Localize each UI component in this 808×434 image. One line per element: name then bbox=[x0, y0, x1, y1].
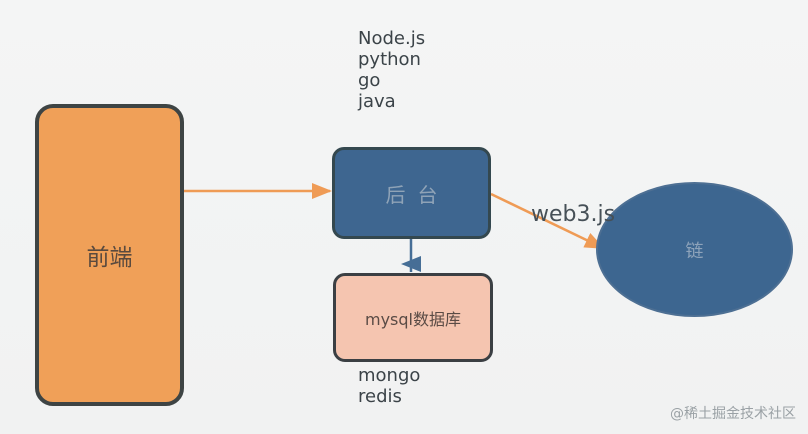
backend-tech-item: Node.js bbox=[358, 28, 426, 49]
database-tech-item: mongo bbox=[358, 365, 421, 386]
blockchain-node: 链 bbox=[596, 182, 793, 317]
database-node: mysql数据库 bbox=[333, 273, 493, 362]
watermark: @稀土掘金技术社区 bbox=[670, 406, 796, 422]
backend-node: 后台 bbox=[332, 147, 491, 239]
database-tech-item: redis bbox=[358, 386, 402, 407]
frontend-node: 前端 bbox=[35, 104, 184, 406]
database-label: mysql数据库 bbox=[365, 309, 461, 329]
web3-label: web3.js bbox=[531, 202, 616, 227]
frontend-label: 前端 bbox=[86, 245, 133, 271]
database-tech-list: mongo redis bbox=[358, 365, 420, 407]
blockchain-label: 链 bbox=[685, 240, 704, 261]
backend-tech-item: go bbox=[358, 70, 381, 91]
backend-label: 后台 bbox=[385, 182, 450, 207]
backend-tech-item: java bbox=[358, 91, 396, 112]
backend-tech-item: python bbox=[358, 49, 421, 70]
backend-tech-list: Node.js python go java bbox=[358, 28, 425, 112]
